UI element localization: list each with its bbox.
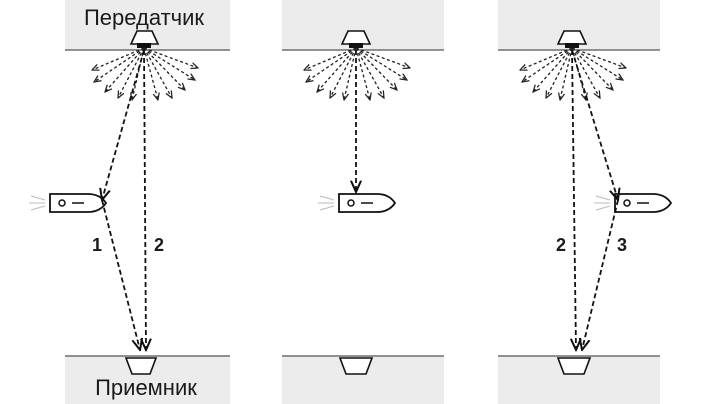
path-transmitter-to-ship [571,49,618,200]
receiver-icon [556,357,592,375]
transmitter-icon [129,30,160,48]
bottom-bands [65,355,660,404]
radiation-fan [304,47,410,100]
receiver-icon [124,357,158,375]
path-number-2: 2 [154,235,164,255]
radiation-fan [520,47,626,100]
path-2-direct [144,49,146,350]
radiation-fan [92,47,198,100]
transmitter-icon [340,30,372,48]
receiver-label: Приемник [95,375,197,400]
path-2-direct [572,49,576,350]
path-1-reflected [101,199,140,350]
ship-icon [318,193,397,213]
path-3-reflected [582,199,619,350]
ship-icon [594,193,673,213]
transmitter-label: Передатчик [84,5,204,30]
transmitter-icon [556,30,588,48]
path-number-1: 1 [92,235,102,255]
path-number-2: 2 [556,235,566,255]
ship-icon [29,193,108,213]
path-transmitter-to-ship [102,49,145,200]
receiver-icon [338,357,374,375]
path-number-3: 3 [617,235,627,255]
